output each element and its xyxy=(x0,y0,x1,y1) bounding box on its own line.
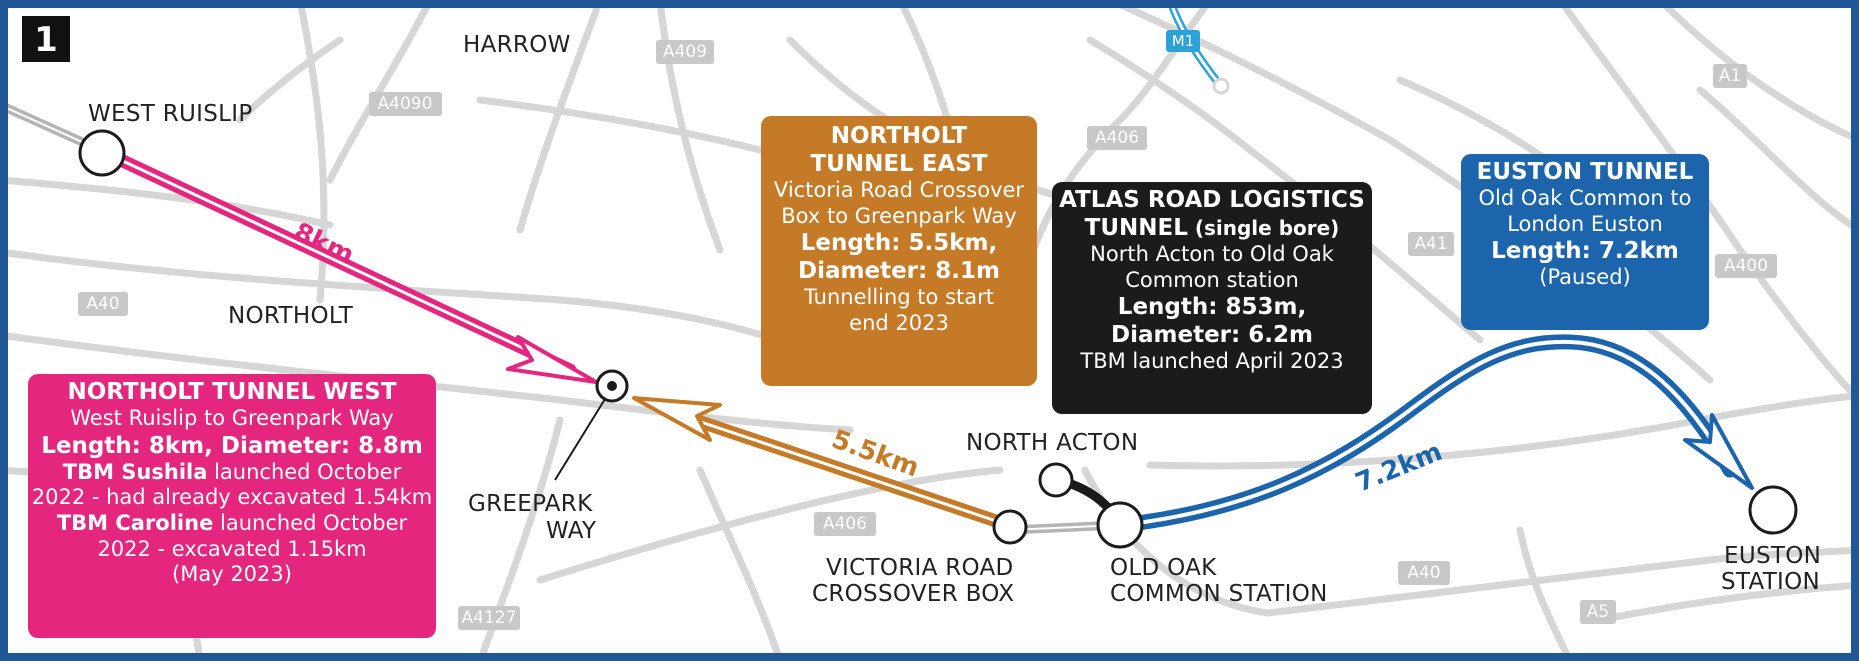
road-label-a5: A5 xyxy=(1580,600,1616,624)
road-label-a1: A1 xyxy=(1713,64,1747,88)
station-marker-euston[interactable] xyxy=(1748,485,1798,535)
west-tbm2-line2: 2022 - excavated 1.15km xyxy=(97,536,367,561)
station-label-old-oak-line2: COMMON STATION xyxy=(1110,581,1328,607)
euston-route-line1: Old Oak Common to xyxy=(1478,186,1692,211)
atlas-route-line2: Common station xyxy=(1125,267,1299,292)
road-label-a40-right-text: A40 xyxy=(1407,563,1440,583)
east-status-line2: end 2023 xyxy=(849,311,949,336)
atlas-title-main: TUNNEL xyxy=(1084,215,1188,242)
euston-status: (Paused) xyxy=(1539,265,1631,290)
road-label-a400-text: A400 xyxy=(1724,256,1768,276)
road-label-a409: A409 xyxy=(656,40,714,64)
west-route: West Ruislip to Greenpark Way xyxy=(70,406,394,431)
atlas-diameter: Diameter: 6.2m xyxy=(1111,322,1313,349)
atlas-title-line1: ATLAS ROAD LOGISTICS xyxy=(1059,187,1365,213)
west-title: NORTHOLT TUNNEL WEST xyxy=(67,379,397,405)
road-label-a4090-text: A4090 xyxy=(378,94,433,114)
road-label-a5-text: A5 xyxy=(1587,602,1609,622)
area-label-harrow: HARROW xyxy=(463,32,571,58)
road-label-m1: M1 xyxy=(1166,30,1200,52)
west-tbm2-line1: TBM Caroline launched October xyxy=(28,511,436,537)
station-label-victoria-line2: CROSSOVER BOX xyxy=(812,581,1014,607)
euston-route-line2: London Euston xyxy=(1507,211,1663,236)
west-tbm2-rest: launched October xyxy=(213,510,408,535)
road-label-a41-text: A41 xyxy=(1414,234,1447,254)
station-label-euston-line2: STATION xyxy=(1721,569,1820,595)
station-label-victoria-line1: VICTORIA ROAD xyxy=(826,555,1014,581)
road-label-a41: A41 xyxy=(1408,232,1454,256)
road-label-a40-left-text: A40 xyxy=(86,294,119,314)
road-label-a40-right: A40 xyxy=(1398,561,1450,585)
station-label-west-ruislip: WEST RUISLIP xyxy=(88,101,253,127)
greenpark-leader-line xyxy=(554,398,606,481)
west-tbm1-name: TBM Sushila xyxy=(62,459,208,484)
west-date: (May 2023) xyxy=(172,562,292,587)
atlas-title-small: (single bore) xyxy=(1187,216,1340,241)
atlas-route-line1: North Acton to Old Oak xyxy=(1090,242,1334,267)
east-route-line1: Victoria Road Crossover xyxy=(773,178,1025,203)
map-number-text: 1 xyxy=(34,20,58,60)
west-tbm1-rest: launched October xyxy=(207,459,402,484)
station-label-euston-line1: EUSTON xyxy=(1724,543,1821,569)
west-tbm1-line2: 2022 - had already excavated 1.54km xyxy=(31,485,433,510)
road-label-a4127-text: A4127 xyxy=(462,608,517,628)
road-label-a406-top: A406 xyxy=(1087,126,1147,150)
station-marker-victoria-road[interactable] xyxy=(992,509,1028,545)
euston-title: EUSTON TUNNEL xyxy=(1476,159,1694,185)
info-box-atlas-road: ATLAS ROAD LOGISTICS TUNNEL (single bore… xyxy=(1052,182,1372,414)
road-label-a4090: A4090 xyxy=(369,92,442,116)
euston-tunnel xyxy=(1114,334,1754,533)
west-tbm1-line1: TBM Sushila launched October xyxy=(28,460,436,486)
road-label-a4127: A4127 xyxy=(458,606,520,630)
road-label-a40-left: A40 xyxy=(78,292,128,316)
info-box-northolt-west: NORTHOLT TUNNEL WEST West Ruislip to Gre… xyxy=(28,374,436,638)
atlas-title-line2: TUNNEL (single bore) xyxy=(1052,214,1372,242)
west-tbm2-name: TBM Caroline xyxy=(56,510,214,535)
east-length: Length: 5.5km, xyxy=(800,230,998,257)
station-label-north-acton: NORTH ACTON xyxy=(966,430,1138,456)
station-label-greenpark-line1: GREEPARK xyxy=(468,491,593,517)
station-label-greenpark-line2: WAY xyxy=(546,518,597,544)
map-number-badge xyxy=(22,16,70,62)
station-marker-old-oak-common[interactable] xyxy=(1096,501,1144,549)
atlas-status: TBM launched April 2023 xyxy=(1080,349,1344,374)
road-label-a406-bottom: A406 xyxy=(814,512,876,536)
road-label-a1-text: A1 xyxy=(1719,66,1741,86)
east-diameter: Diameter: 8.1m xyxy=(798,258,1000,285)
east-title-line1: NORTHOLT xyxy=(830,123,968,149)
area-label-northolt: NORTHOLT xyxy=(228,303,354,329)
east-status-line1: Tunnelling to start xyxy=(804,285,994,310)
euston-length: Length: 7.2km xyxy=(1491,238,1679,265)
west-length: Length: 8km, Diameter: 8.8m xyxy=(41,432,423,459)
road-label-a409-text: A409 xyxy=(663,42,707,62)
info-box-northolt-east: NORTHOLT TUNNEL EAST Victoria Road Cross… xyxy=(761,116,1037,386)
station-marker-west-ruislip[interactable] xyxy=(78,129,126,177)
road-label-m1-text: M1 xyxy=(1172,32,1195,50)
atlas-length: Length: 853m, xyxy=(1117,294,1307,321)
east-title-line2: TUNNEL EAST xyxy=(810,151,988,178)
station-marker-north-acton[interactable] xyxy=(1038,462,1074,498)
station-marker-greenpark-way-dot xyxy=(607,381,617,391)
road-label-a406-bottom-text: A406 xyxy=(823,514,867,534)
station-label-old-oak-line1: OLD OAK xyxy=(1110,555,1217,581)
northolt-west-tunnel xyxy=(103,148,598,384)
road-label-a406-top-text: A406 xyxy=(1095,128,1139,148)
road-label-a400: A400 xyxy=(1715,254,1777,278)
northolt-east-tunnel xyxy=(632,396,1015,532)
east-route-line2: Box to Greenpark Way xyxy=(781,203,1017,228)
info-box-euston: EUSTON TUNNEL Old Oak Common to London E… xyxy=(1461,154,1709,330)
